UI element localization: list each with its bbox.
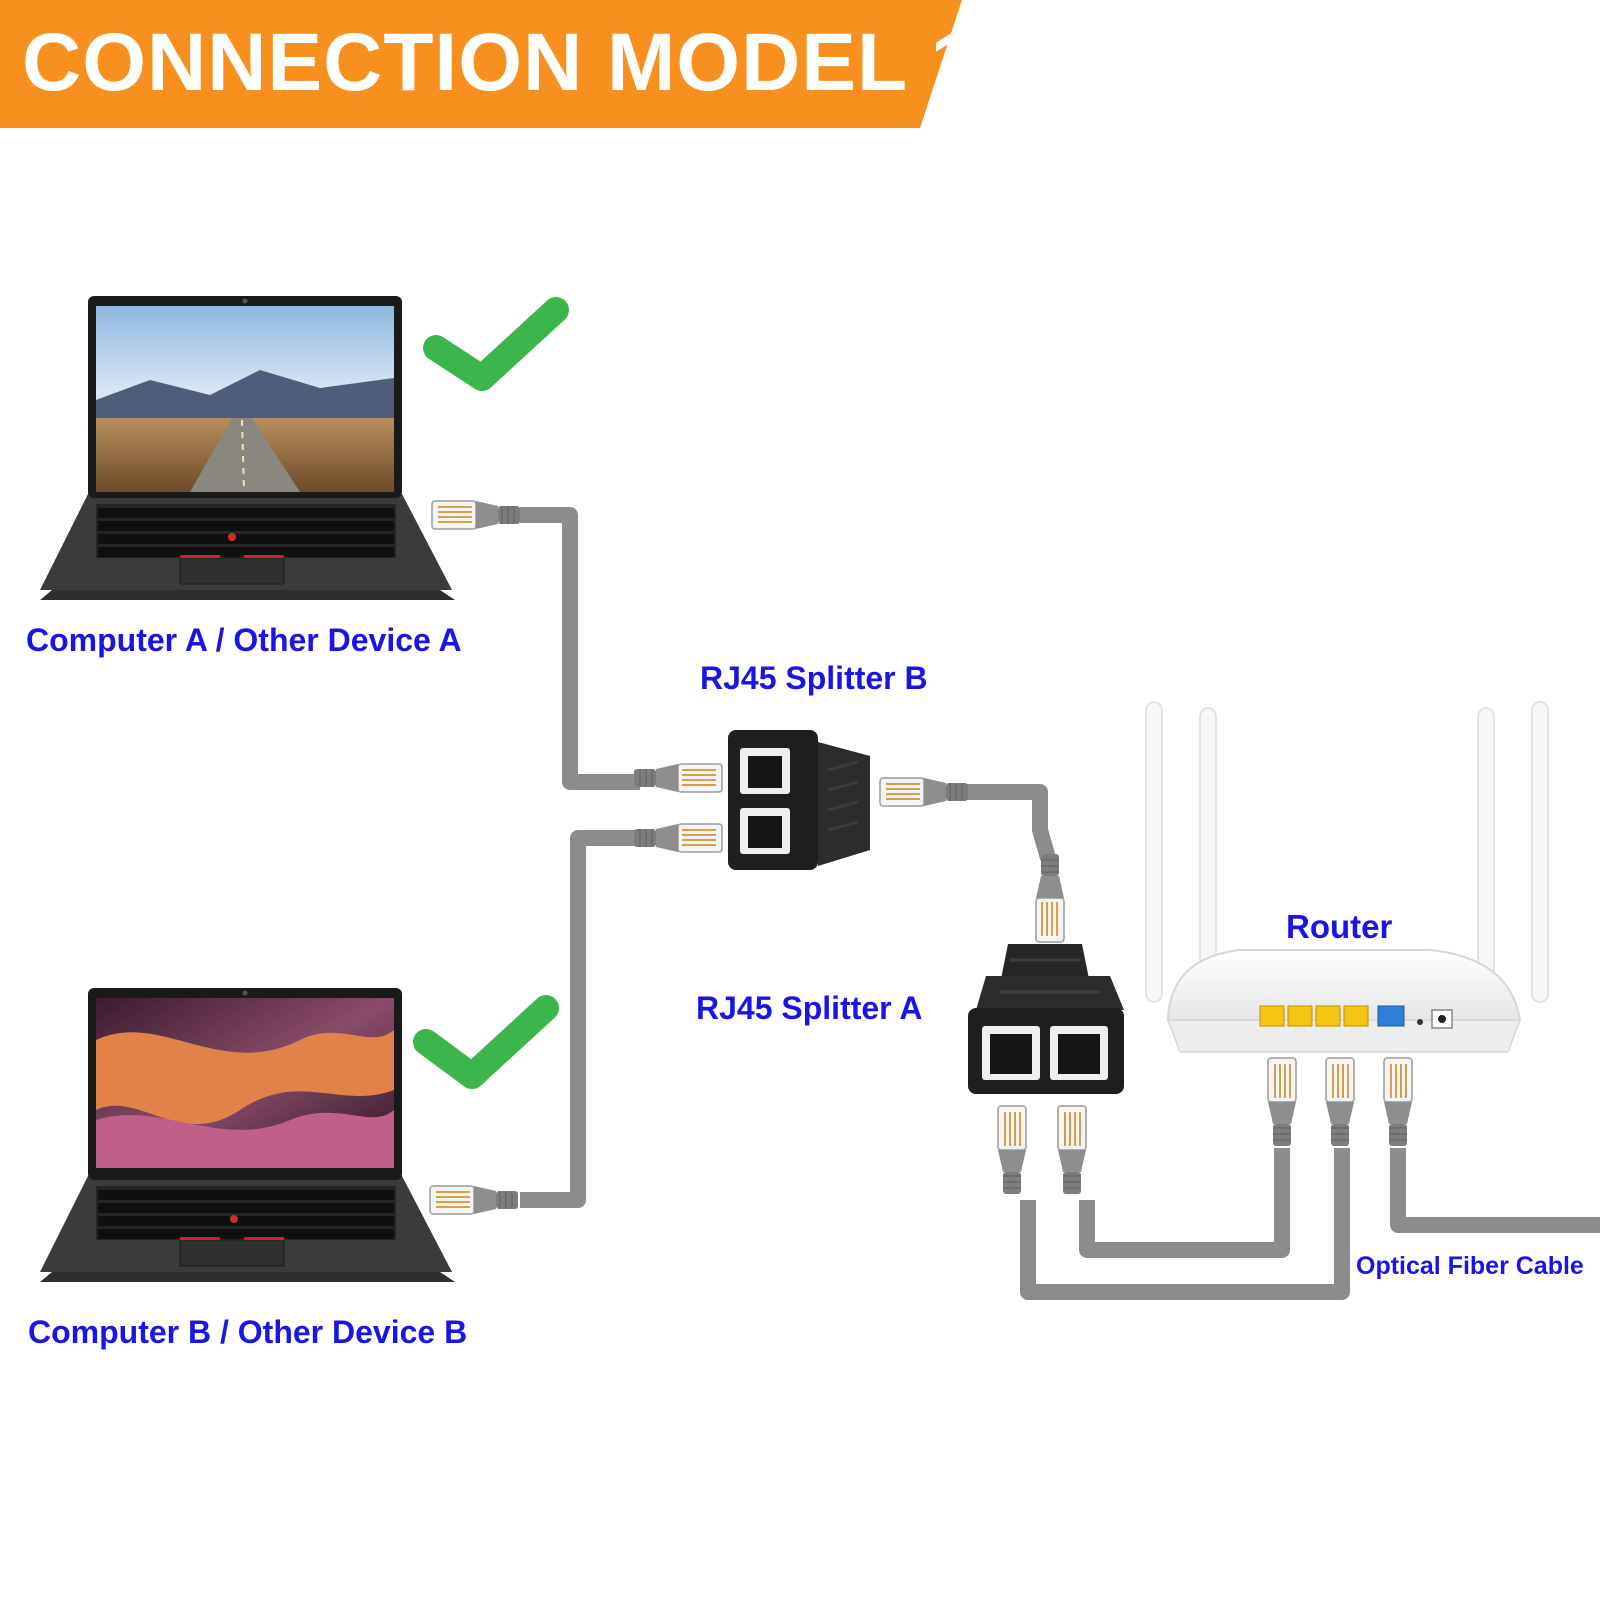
rj45-plug-icon	[879, 777, 969, 807]
computer-b-label: Computer B / Other Device B	[28, 1314, 468, 1350]
router-label: Router	[1286, 908, 1393, 945]
cable-splitter-b-to-a	[965, 784, 1056, 861]
rj45-plug-icon	[633, 763, 723, 793]
header-banner	[0, 0, 962, 128]
cable-computer-a	[520, 507, 640, 790]
splitter-b-label: RJ45 Splitter B	[700, 660, 928, 696]
cable-splitter-a-to-router-2	[1079, 1148, 1290, 1258]
rj45-plug-icon	[1035, 853, 1065, 943]
optical-fiber-label: Optical Fiber Cable	[1356, 1252, 1584, 1280]
cable-splitter-a-to-router-1	[1020, 1148, 1350, 1300]
computer-a-label: Computer A / Other Device A	[26, 622, 462, 658]
rj45-splitter-a-icon	[968, 944, 1124, 1094]
laptop-a-icon	[40, 296, 455, 600]
splitter-a-label: RJ45 Splitter A	[696, 990, 923, 1026]
rj45-plug-icon	[429, 1185, 519, 1215]
check-icon	[423, 297, 569, 391]
rj45-plug-icon	[997, 1105, 1027, 1195]
router-icon	[1145, 701, 1549, 1053]
rj45-plug-icon	[1267, 1057, 1297, 1147]
rj45-splitter-b-icon	[728, 730, 870, 870]
rj45-plug-icon	[633, 823, 723, 853]
laptop-b-icon	[40, 988, 455, 1282]
rj45-plug-icon	[1057, 1105, 1087, 1195]
optical-fiber-cable	[1390, 1148, 1600, 1233]
cable-computer-b	[520, 830, 640, 1208]
check-icon	[413, 995, 559, 1089]
rj45-plug-icon	[431, 500, 521, 530]
cable-group	[520, 507, 1600, 1300]
rj45-plug-icon	[1325, 1057, 1355, 1147]
rj45-plug-icon	[1383, 1057, 1413, 1147]
page-title: CONNECTION MODEL 1	[22, 17, 977, 108]
